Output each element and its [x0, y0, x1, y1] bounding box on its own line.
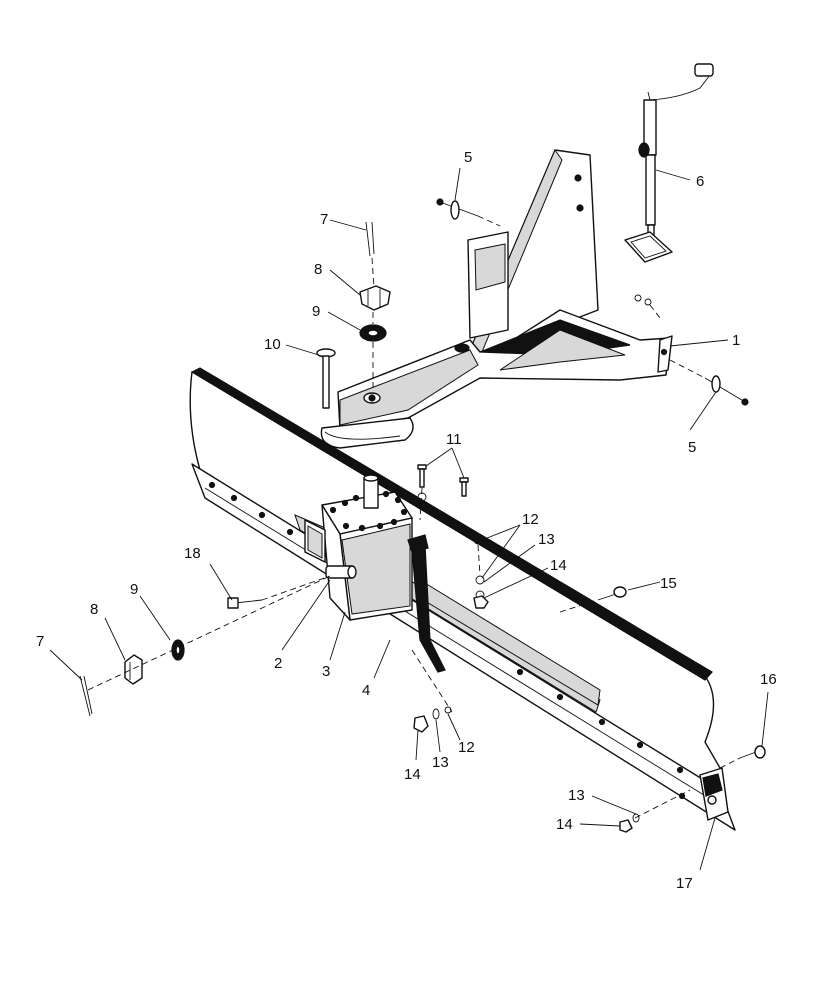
callout-3: 3 [322, 663, 330, 680]
callout-16: 16 [760, 671, 777, 688]
lower-castle-nut [124, 654, 143, 685]
callout-7-lower: 7 [36, 633, 44, 650]
end-plate [699, 767, 729, 821]
upper-cotter-pin [365, 221, 375, 289]
callout-13-upper: 13 [538, 531, 555, 548]
parking-jack [624, 63, 714, 263]
lower-cotter-pin [79, 675, 93, 717]
callout-14-end: 14 [556, 816, 573, 833]
hitch-pin-lower [669, 359, 749, 406]
callout-9-upper: 9 [312, 303, 320, 320]
callout-14-upper: 14 [550, 557, 567, 574]
end-nut-set [619, 789, 691, 833]
callout-13-lower: 13 [432, 754, 449, 771]
callout-8-upper: 8 [314, 261, 322, 278]
callout-14-lower: 14 [404, 766, 421, 783]
callout-5-upper: 5 [464, 149, 472, 166]
callout-18: 18 [184, 545, 201, 562]
callout-labels: 1 2 3 4 5 5 6 7 7 8 8 9 9 10 11 12 12 13… [36, 149, 777, 892]
pivot-bracket [304, 519, 446, 673]
callout-12-upper: 12 [522, 511, 539, 528]
callout-6: 6 [696, 173, 704, 190]
callout-12-lower: 12 [458, 739, 475, 756]
callout-8-lower: 8 [90, 601, 98, 618]
moldboard-blade [189, 367, 736, 831]
jack-pin [634, 294, 661, 319]
king-bolt-upper [316, 348, 336, 409]
swivel-mount [321, 474, 413, 621]
hitch-frame [320, 148, 673, 449]
callout-10: 10 [264, 336, 281, 353]
callout-17: 17 [676, 875, 693, 892]
callout-2: 2 [274, 655, 282, 672]
callout-1: 1 [732, 332, 740, 349]
upper-castle-nut [359, 285, 391, 311]
lower-washer [171, 639, 185, 661]
callout-11: 11 [446, 431, 462, 448]
callout-7-upper: 7 [320, 211, 328, 228]
end-bolt-16 [719, 745, 766, 769]
upper-washer [359, 312, 387, 388]
callout-4: 4 [362, 682, 370, 699]
lower-nut-set [411, 649, 453, 733]
callout-9-lower: 9 [130, 581, 138, 598]
callout-13-end: 13 [568, 787, 585, 804]
upper-nut-set [473, 535, 489, 609]
leader-lines [49, 167, 769, 871]
blade-bolt-15 [559, 586, 627, 613]
pivot-bolt [227, 575, 331, 609]
hitch-pin-upper [436, 198, 501, 227]
callout-15: 15 [660, 575, 677, 592]
callout-5-lower: 5 [688, 439, 696, 456]
